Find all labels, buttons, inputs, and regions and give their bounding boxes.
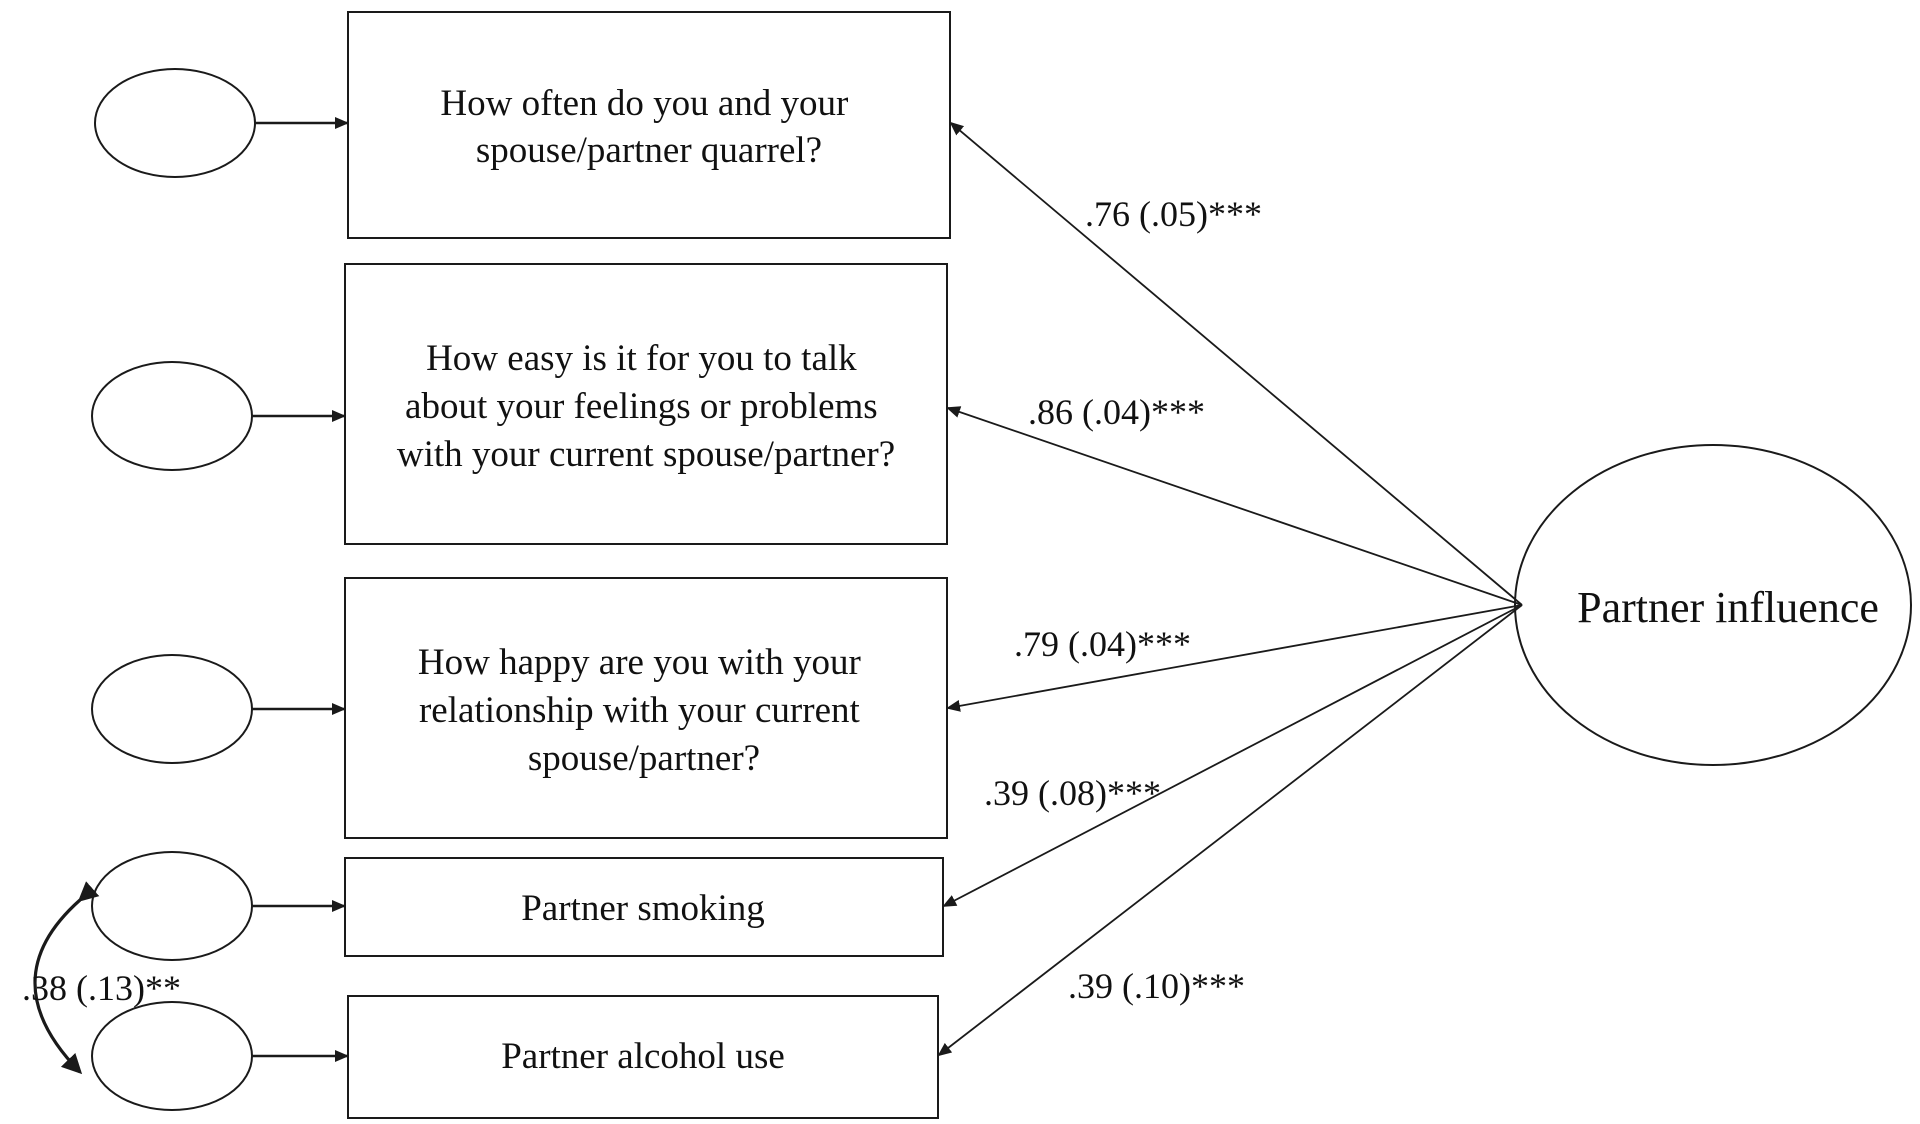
indicator-text: Partner alcohol use (501, 1036, 785, 1077)
error-covariance-arc (33, 881, 100, 1075)
indicator-text: Partner smoking (521, 888, 765, 929)
loading-label-quarrel: .76 (.05)*** (1085, 194, 1262, 234)
indicator-box (347, 11, 951, 239)
loading-path-talk (946, 406, 1523, 606)
loading-path-smoking (942, 604, 1523, 907)
coefficient-labels: .76 (.05)*** .86 (.04)*** .79 (.04)*** .… (22, 194, 1262, 1008)
indicator-line: spouse/partner? (528, 738, 760, 779)
loading-label-alcohol: .39 (.10)*** (1068, 966, 1245, 1006)
factor-ellipse (1514, 444, 1912, 766)
error-ellipse-talk (91, 361, 253, 471)
indicator-line: spouse/partner quarrel? (476, 130, 822, 171)
indicator-box (344, 577, 948, 839)
indicator-line: How happy are you with your (418, 642, 861, 683)
indicator-box (344, 857, 944, 957)
loading-path-alcohol (937, 604, 1523, 1057)
loading-path-quarrel (949, 121, 1523, 606)
indicator-text: How often do you and your spouse/partner… (440, 83, 857, 171)
loading-label-smoking: .39 (.08)*** (984, 773, 1161, 813)
covariance-label: .38 (.13)** (22, 968, 181, 1008)
factor-partner-influence: Partner influence (1514, 444, 1912, 766)
indicator-alcohol: Partner alcohol use (347, 995, 939, 1119)
indicator-box (347, 995, 939, 1119)
indicator-box (344, 263, 948, 545)
indicator-happy: How happy are you with your relationship… (344, 577, 948, 839)
indicator-line: Partner alcohol use (501, 1036, 785, 1077)
indicator-quarrel: How often do you and your spouse/partner… (347, 11, 951, 239)
factor-label: Partner influence (1577, 583, 1879, 632)
error-ellipse-quarrel (94, 68, 256, 178)
indicator-text: How happy are you with your relationship… (418, 642, 870, 779)
indicator-line: about your feelings or problems (405, 386, 878, 427)
loading-path-happy (946, 604, 1523, 712)
indicator-line: How often do you and your (440, 83, 848, 124)
error-covariance (33, 881, 100, 1075)
indicator-line: How easy is it for you to talk (426, 338, 857, 379)
error-terms (91, 68, 349, 1111)
indicator-line: Partner smoking (521, 888, 765, 929)
error-ellipse-alcohol (91, 1001, 253, 1111)
error-ellipse-happy (91, 654, 253, 764)
indicator-line: with your current spouse/partner? (397, 434, 895, 475)
indicator-text: How easy is it for you to talk about you… (397, 338, 895, 475)
indicator-talk: How easy is it for you to talk about you… (344, 263, 948, 545)
loading-paths (937, 121, 1523, 1057)
loading-label-talk: .86 (.04)*** (1028, 392, 1205, 432)
indicator-line: relationship with your current (419, 690, 861, 731)
indicator-smoking: Partner smoking (344, 857, 944, 957)
loading-label-happy: .79 (.04)*** (1014, 624, 1191, 664)
error-ellipse-smoking (91, 851, 253, 961)
